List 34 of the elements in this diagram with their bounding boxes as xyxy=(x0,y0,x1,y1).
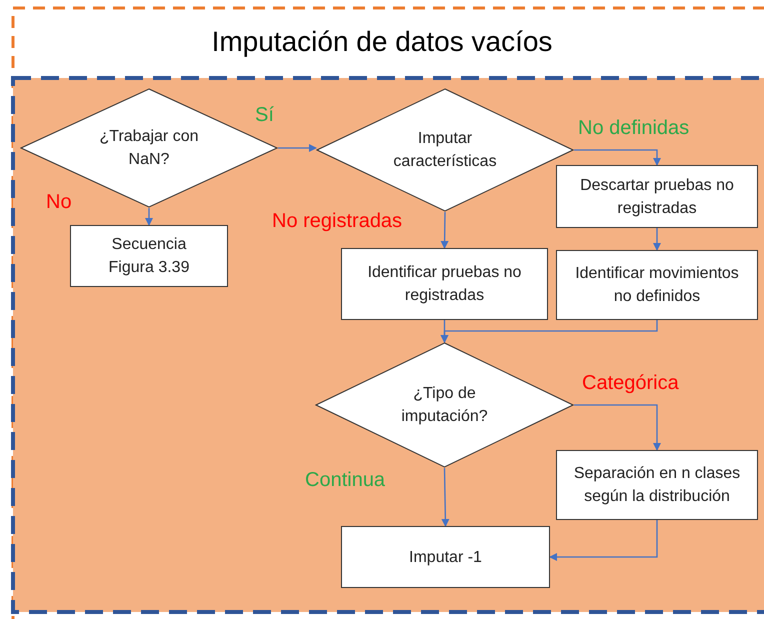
process-box xyxy=(70,225,228,287)
title: Imputación de datos vacíos xyxy=(210,25,554,59)
arrow xyxy=(574,149,661,166)
arrow xyxy=(574,404,661,451)
branch-label: No registradas xyxy=(272,209,402,234)
arrow xyxy=(145,208,153,226)
decision-diamond xyxy=(315,342,574,468)
node-text: Separación en n clases según la distribución xyxy=(572,464,742,507)
node-text: Identificar pruebas no registradas xyxy=(366,263,522,306)
arrow xyxy=(440,320,658,343)
process-box xyxy=(556,450,758,520)
node-text: Imputar características xyxy=(392,129,498,172)
node-text: ¿Tipo de imputación? xyxy=(400,384,489,427)
decision-diamond xyxy=(20,88,278,208)
process-box xyxy=(341,248,548,320)
arrow xyxy=(278,144,317,152)
arrow xyxy=(441,468,450,527)
arrow xyxy=(653,228,661,251)
branch-label: No xyxy=(46,190,72,215)
branch-label: Categórica xyxy=(582,371,679,396)
node-text: ¿Trabajar con NaN? xyxy=(99,127,199,170)
node-text: Identificar movimientos no definidos xyxy=(574,264,740,307)
arrow xyxy=(440,212,449,249)
branch-label: Sí xyxy=(255,103,274,128)
decision-diamond xyxy=(316,88,574,212)
branch-label: Continua xyxy=(305,468,386,493)
node-text: Imputar -1 xyxy=(409,548,482,568)
node-text: Secuencia Figura 3.39 xyxy=(108,235,190,278)
process-box xyxy=(556,165,758,228)
branch-label: No definidas xyxy=(578,116,690,141)
arrow xyxy=(549,520,658,561)
node-text: Descartar pruebas no registradas xyxy=(579,176,735,218)
process-box xyxy=(556,250,758,320)
process-box xyxy=(341,526,550,588)
